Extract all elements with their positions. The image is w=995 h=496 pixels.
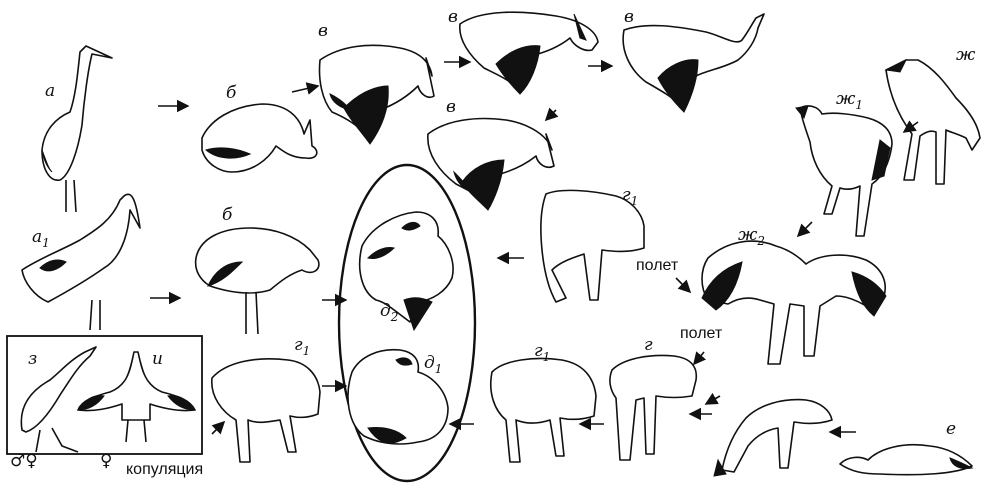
arrow-zh1-to-zh2 xyxy=(798,222,812,236)
figure-a xyxy=(42,46,112,212)
arrow-v-to-v4 xyxy=(546,110,556,120)
figure-a1 xyxy=(22,194,140,330)
figure-zh xyxy=(886,60,980,184)
arrow-inset-to-g1 xyxy=(212,422,224,434)
label-v-4: в xyxy=(446,97,456,117)
figure-g1-top xyxy=(541,190,644,302)
label-v-1: в xyxy=(318,21,328,41)
label-g1-top: г1 xyxy=(622,185,638,208)
figure-g1-left xyxy=(212,359,320,462)
label-b-top: б xyxy=(226,83,237,103)
label-a1: а1 xyxy=(32,227,50,250)
label-e: е xyxy=(946,419,956,439)
figure-g1-right xyxy=(491,359,596,463)
figure-e xyxy=(840,445,972,475)
figure-b-top xyxy=(202,104,317,172)
label-i: и xyxy=(152,349,163,369)
label-zh: ж xyxy=(956,45,976,65)
figure-e-feeding xyxy=(714,400,832,476)
figure-b-mid xyxy=(196,228,319,334)
female-symbol: ♀ xyxy=(100,451,112,471)
figure-zh2 xyxy=(702,241,886,364)
figure-g xyxy=(610,356,696,460)
figure-v-2 xyxy=(460,12,598,94)
label-b-mid: б xyxy=(222,205,233,225)
arrow-flight-bottom xyxy=(694,352,704,364)
figure-zh1 xyxy=(796,106,892,236)
copulation-inset: з и ♂♀ ♀ xyxy=(7,336,202,471)
figure-d2 xyxy=(360,212,453,330)
arrow-b-to-v xyxy=(292,86,318,92)
label-zh2: ж2 xyxy=(738,225,765,248)
figure-v-1 xyxy=(320,45,435,144)
label-a: а xyxy=(45,81,55,101)
arrow-feed-to-g xyxy=(706,396,720,404)
label-g1-left: г1 xyxy=(294,335,310,358)
word-flight-top: полет xyxy=(636,257,679,274)
label-zh1: ж1 xyxy=(836,89,863,112)
label-z: з xyxy=(28,349,37,369)
label-g1-right: г1 xyxy=(534,341,550,364)
word-copulation: копуляция xyxy=(126,461,203,478)
male-female-symbol: ♂♀ xyxy=(10,451,38,471)
label-g: г xyxy=(644,335,653,355)
word-flight-bottom: полет xyxy=(680,325,723,342)
label-v-2: в xyxy=(448,7,458,27)
label-v-3: в xyxy=(624,7,634,27)
label-d1: д1 xyxy=(424,353,442,376)
figure-v-3 xyxy=(623,14,764,112)
arrow-flight-top xyxy=(676,278,690,292)
